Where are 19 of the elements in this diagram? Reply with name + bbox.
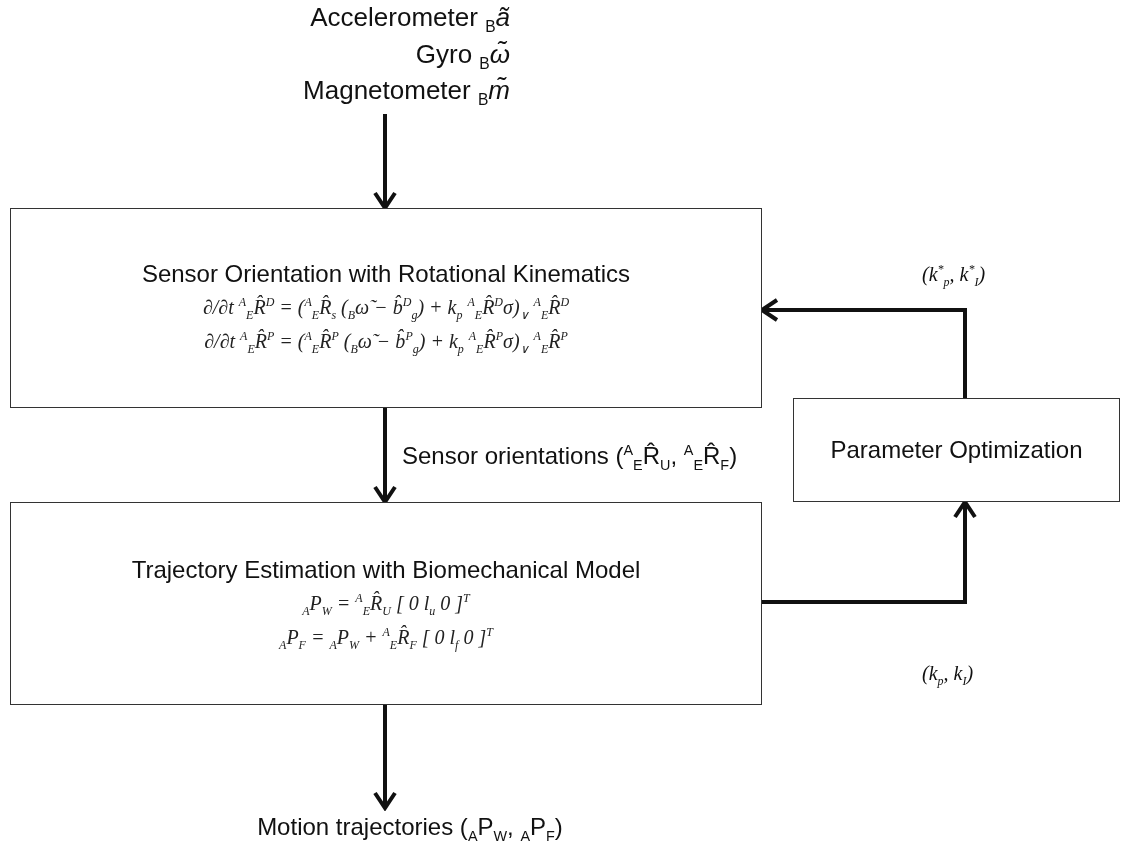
edge-label: (k$^{*}$$_{p}$, k$^{*}$$_{I}$)	[920, 262, 988, 290]
arrow	[762, 500, 977, 604]
box-title: Parameter Optimization	[830, 435, 1083, 465]
process-box	[10, 208, 762, 408]
text-label: Gyro $_{B}$ω̃	[415, 37, 510, 74]
process-box	[10, 502, 762, 705]
text-label: Accelerometer $_{B}$ã	[310, 1, 510, 38]
edge-label: (k$_{p}$, k$_{I}$)	[920, 662, 976, 689]
arrow	[373, 114, 397, 210]
process-box	[793, 398, 1120, 502]
arrow	[760, 298, 967, 398]
text-label: Magnetometer $_{B}$m̃	[303, 74, 510, 111]
arrow	[373, 705, 397, 810]
equation: $_{A}$P$_{W}$ = $^{A}$$_{E}$R̂$_{U}$ [ 0 l$_{u}$ 0 ]$^{T}$	[302, 590, 470, 619]
text-label: Motion trajectories ($_{A}$P$_{W}$, $_{A}$P$_{F}$)	[257, 811, 563, 846]
arrow	[373, 408, 397, 504]
box-title: Sensor Orientation with Rotational Kinematics	[141, 259, 631, 290]
equation: $_{A}$P$_{F}$ = $_{A}$P$_{W}$ + $^{A}$$_{E}$R̂$_{F}$ [ 0 l$_{f}$ 0 ]$^{T}$	[279, 624, 493, 653]
box-title: Trajectory Estimation with Biomechanical Model	[131, 554, 641, 585]
